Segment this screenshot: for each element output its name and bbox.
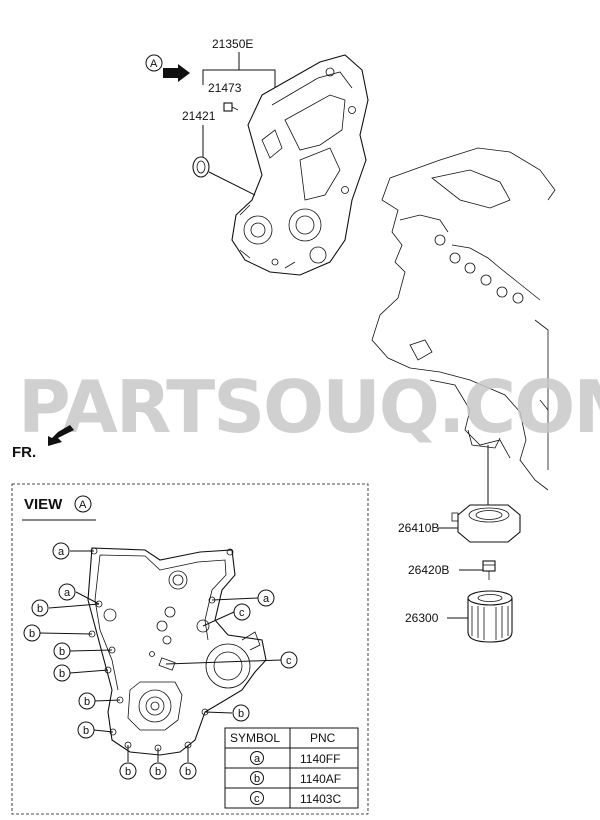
table-header-symbol: SYMBOL bbox=[230, 731, 280, 745]
symbol-pnc-table: SYMBOL PNC a 1140FF b 1140AF c 11403C bbox=[224, 727, 359, 809]
oil-filter[interactable] bbox=[467, 590, 513, 643]
callout-symbol: b bbox=[83, 725, 89, 737]
cooler-fitting[interactable] bbox=[482, 560, 496, 580]
callout-a-1: a bbox=[52, 542, 70, 560]
callout-symbol: b bbox=[185, 766, 191, 778]
callout-b-3: b bbox=[53, 642, 71, 660]
callout-symbol: b bbox=[37, 603, 43, 615]
callout-leaders bbox=[39, 550, 282, 762]
callout-c-2: c bbox=[280, 651, 298, 669]
callout-c-1: c bbox=[233, 603, 251, 621]
table-header-pnc: PNC bbox=[310, 731, 336, 745]
callout-symbol: c bbox=[239, 607, 245, 619]
engine-block bbox=[371, 147, 556, 491]
callout-symbol: b bbox=[155, 766, 161, 778]
part-label-26410B: 26410B bbox=[398, 521, 439, 535]
callout-symbol: b bbox=[59, 646, 65, 658]
part-label-26420B: 26420B bbox=[408, 563, 449, 577]
part-label-21421: 21421 bbox=[182, 109, 216, 123]
callout-b-4: b bbox=[53, 664, 71, 682]
table-pnc: 11403C bbox=[300, 792, 341, 806]
callout-symbol: b bbox=[84, 696, 90, 708]
watermark: PARTSOUQ.COM bbox=[18, 365, 600, 449]
part-label-21473: 21473 bbox=[208, 81, 242, 95]
plug-bolt[interactable] bbox=[223, 102, 239, 112]
callout-symbol: c bbox=[286, 655, 292, 667]
callout-symbol: b bbox=[125, 766, 131, 778]
callout-symbol: b bbox=[29, 628, 35, 640]
oil-seal[interactable] bbox=[192, 156, 210, 178]
timing-chain-cover[interactable] bbox=[231, 54, 369, 276]
view-a-arrow: A bbox=[145, 54, 190, 82]
view-ref-circle bbox=[74, 495, 92, 513]
callout-b-10: b bbox=[232, 704, 250, 722]
view-ref-symbol: A bbox=[79, 499, 87, 511]
callout-b-2: b bbox=[23, 624, 41, 642]
view-a-symbol: A bbox=[150, 58, 158, 70]
table-pnc: 1140AF bbox=[300, 772, 341, 786]
table-symbol: b bbox=[254, 773, 260, 785]
cover-rear-view bbox=[87, 547, 267, 756]
callout-symbol: b bbox=[59, 668, 65, 680]
front-label: FR. bbox=[12, 444, 36, 461]
callout-b-7: b bbox=[119, 762, 137, 780]
callout-symbol: b bbox=[238, 708, 244, 720]
table-symbol: c bbox=[254, 793, 260, 805]
callout-a-3: a bbox=[257, 589, 275, 607]
callout-b-8: b bbox=[149, 762, 167, 780]
oil-cooler[interactable] bbox=[451, 504, 521, 543]
callout-b-1: b bbox=[31, 599, 49, 617]
callout-symbol: a bbox=[58, 546, 65, 558]
front-direction-indicator: FR. bbox=[12, 425, 74, 461]
leader-line-seal bbox=[208, 171, 256, 196]
callout-b-9: b bbox=[179, 762, 197, 780]
table-symbol: a bbox=[254, 753, 261, 765]
part-label-21350E: 21350E bbox=[212, 37, 253, 51]
callout-symbol: a bbox=[64, 587, 71, 599]
view-title: VIEW bbox=[24, 496, 63, 513]
view-a-panel bbox=[11, 483, 369, 815]
table-pnc: 1140FF bbox=[300, 752, 340, 766]
callout-a-2: a bbox=[58, 583, 76, 601]
callout-b-6: b bbox=[77, 721, 95, 739]
callout-symbol: a bbox=[263, 593, 270, 605]
part-label-26300: 26300 bbox=[405, 611, 439, 625]
callout-b-5: b bbox=[78, 692, 96, 710]
